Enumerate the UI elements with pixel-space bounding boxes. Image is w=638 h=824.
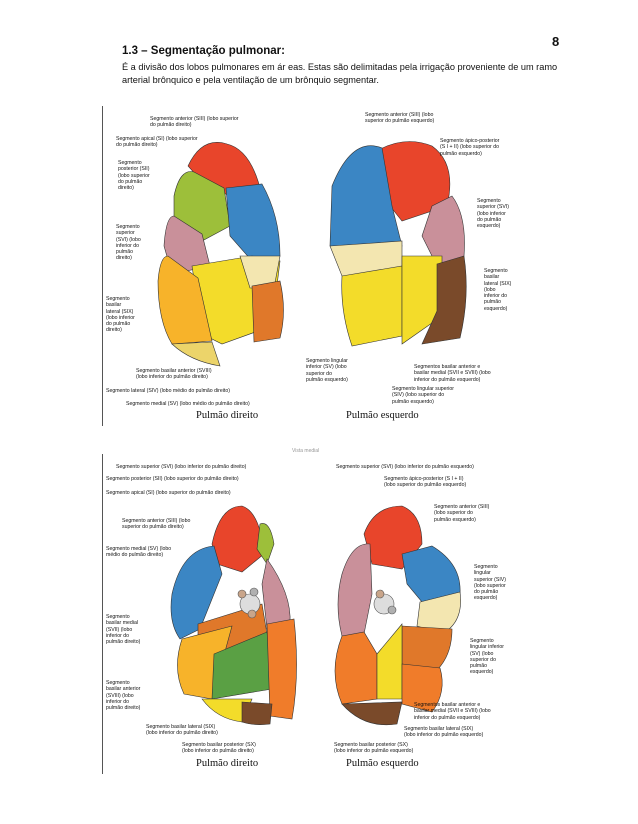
label-rt-basilar-posterior-s10: Segmento basilar posterior (SX) (lobo in… xyxy=(182,742,256,755)
label-rt-apical-s1-medial: Segmento apical (SI) (lobo superior do p… xyxy=(106,490,231,496)
caption-left-lung-top: Pulmão esquerdo xyxy=(346,410,419,421)
label-rt-apical-s1: Segmento apical (SI) (lobo superior do p… xyxy=(116,136,198,149)
label-lt-anterior-s3: Segmento anterior (SIII) (lobo superior … xyxy=(365,112,435,125)
label-lt-basilar-posterior-s10: Segmento basilar posterior (SX) (lobo in… xyxy=(334,742,414,755)
page-number: 8 xyxy=(552,34,560,49)
label-lt-apico-posterior: Segmento ápico-posterior (S I + II) (lob… xyxy=(440,138,500,157)
label-lt-basilar-lateral-s9: Segmento basilar lateral (SIX) (lobo inf… xyxy=(484,268,512,312)
lateral-view-figure: Segmento anterior (SIII) (lobo superior … xyxy=(102,106,522,426)
left-lung-medial xyxy=(334,505,461,726)
label-lt-basilar-ant-med: Segmentos basilar anterior e basilar med… xyxy=(414,364,491,383)
label-rt-lateral-s4: Segmento lateral (SIV) (lobo médio do pu… xyxy=(106,388,230,394)
section-heading: 1.3 – Segmentação pulmonar: xyxy=(122,45,285,57)
label-rt-medial-s5: Segmento medial (SV) (lobo médio do pulm… xyxy=(126,401,250,407)
figure-border xyxy=(102,106,103,426)
label-lt-anterior-s3-medial: Segmento anterior (SIII) (lobo superior … xyxy=(434,504,490,523)
right-lung-medial xyxy=(170,505,297,725)
label-rt-basilar-anterior-s8-medial: Segmento basilar anterior (SVIII) (lobo … xyxy=(106,680,141,712)
caption-right-lung-bottom: Pulmão direito xyxy=(196,758,259,769)
left-lung-lateral xyxy=(329,141,467,347)
medial-view-illustration xyxy=(170,505,461,726)
label-rt-basilar-lateral-s9: Segmento basilar lateral (SIX) (lobo inf… xyxy=(106,296,135,334)
label-lt-lingular-superior-s4: Segmento lingular superior (SIV) (lobo s… xyxy=(392,386,454,405)
section-intro: É a divisão dos lobos pulmonares em ár e… xyxy=(122,62,558,85)
label-lt-lingular-superior-s4-medial: Segmento lingular superior (SIV) (lobo s… xyxy=(474,564,506,602)
caption-right-lung-top: Pulmão direito xyxy=(196,410,259,421)
label-rt-basilar-medial-s7: Segmento basilar medial (SVII) (lobo inf… xyxy=(106,614,141,646)
label-rt-medial-s5-medial: Segmento medial (SV) (lobo médio do pulm… xyxy=(106,546,172,559)
label-rt-superior-s6-medial: Segmento superior (SVI) (lobo inferior d… xyxy=(116,464,247,470)
label-lt-apico-posterior-medial: Segmento ápico-posterior (S I + II) (lob… xyxy=(384,476,467,489)
label-lt-superior-s6-medial: Segmento superior (SVI) (lobo inferior d… xyxy=(336,464,474,470)
medial-view-figure: Vista medial xyxy=(102,448,522,774)
label-rt-posterior-s2: Segmento posterior (SII) (lobo superior … xyxy=(118,160,150,192)
label-rt-basilar-anterior-s8: Segmento basilar anterior (SVIII) (lobo … xyxy=(136,368,212,381)
figure-border xyxy=(102,454,103,774)
caption-left-lung-bottom: Pulmão esquerdo xyxy=(346,758,419,769)
label-rt-anterior-s3-medial: Segmento anterior (SIII) (lobo superior … xyxy=(122,518,191,531)
label-lt-lingular-inferior-s5-medial: Segmento lingular inferior (SV) (lobo su… xyxy=(470,638,505,676)
label-rt-anterior-s3: Segmento anterior (SIII) (lobo superior … xyxy=(150,116,239,129)
lateral-view-illustration xyxy=(157,141,467,367)
label-lt-lingular-inferior-s5: Segmento lingular inferior (SV) (lobo su… xyxy=(306,358,348,383)
label-rt-superior-s6: Segmento superior (SVI) (lobo inferior d… xyxy=(116,224,141,262)
label-rt-basilar-lateral-s9-medial: Segmento basilar lateral (SIX) (lobo inf… xyxy=(146,724,218,737)
right-lung-lateral xyxy=(157,142,284,367)
label-lt-superior-s6: Segmento superior (SVI) (lobo inferior d… xyxy=(477,198,509,230)
label-rt-posterior-s2-medial: Segmento posterior (SII) (lobo superior … xyxy=(106,476,239,482)
label-lt-basilar-lateral-s9-medial: Segmento basilar lateral (SIX) (lobo inf… xyxy=(404,726,484,739)
label-lt-basilar-ant-med-medial: Segmentos basilar anterior e basilar med… xyxy=(414,702,491,721)
faint-header-text: Vista medial xyxy=(292,448,320,454)
